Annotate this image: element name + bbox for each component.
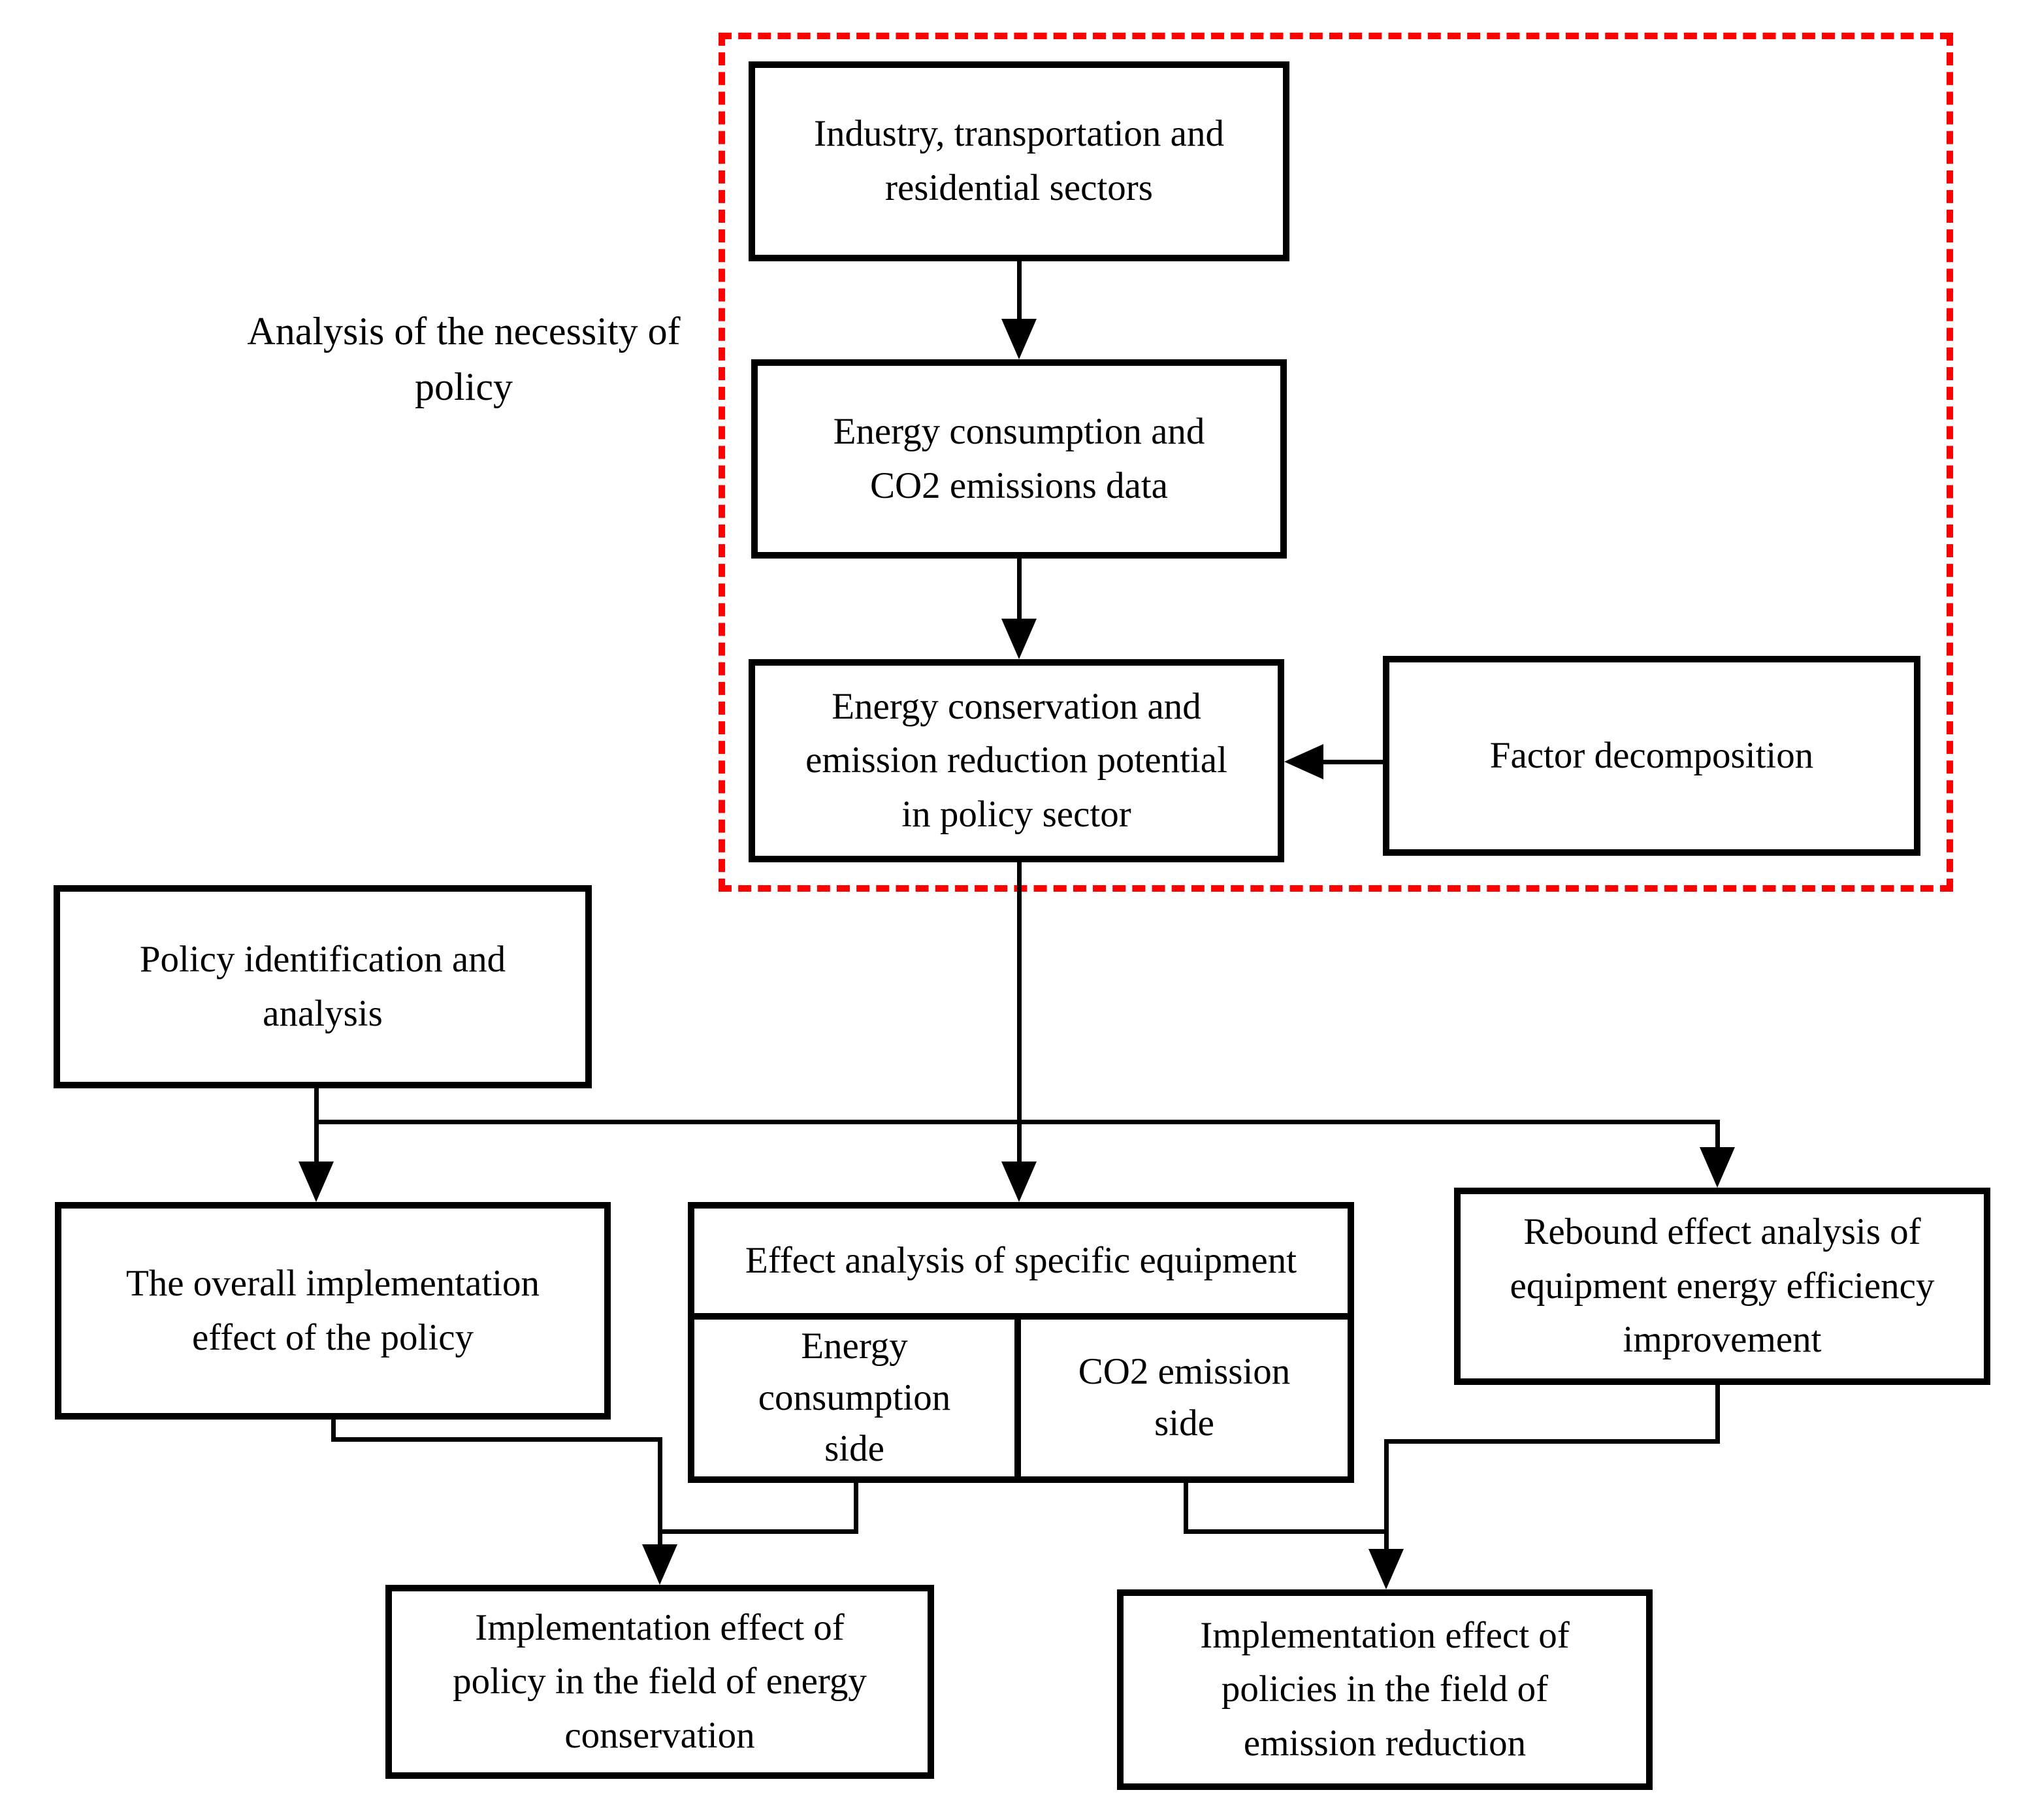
equipment-effect-sides-row: Energy consumption side CO2 emission sid… — [694, 1320, 1348, 1476]
connector-bar-to-overall-arrowhead-icon — [299, 1162, 334, 1202]
node-sectors-text: Industry, transportation and residential… — [814, 113, 1224, 208]
connector-energy-side-h — [660, 1529, 858, 1534]
node-rebound-effect: Rebound effect analysis of equipment ene… — [1454, 1188, 1990, 1385]
node-co2-emission-side: CO2 emission side — [1021, 1320, 1348, 1476]
connector-bar-to-overall-line — [314, 1120, 319, 1165]
node-overall-effect-text: The overall implementation effect of the… — [125, 1262, 540, 1358]
connector-policy-to-bar-line — [314, 1087, 319, 1124]
node-equipment-effect-header: Effect analysis of specific equipment — [694, 1209, 1348, 1320]
connector-rebound-out-v1 — [1715, 1384, 1720, 1444]
node-implementation-energy-text: Implementation effect of policy in the f… — [453, 1606, 867, 1756]
necessity-region-outline — [719, 33, 1953, 892]
node-equipment-effect-header-text: Effect analysis of specific equipment — [745, 1240, 1297, 1282]
node-energy-co2-data: Energy consumption and CO2 emissions dat… — [751, 359, 1287, 559]
node-potential-text: Energy conservation and emission reducti… — [805, 685, 1227, 835]
node-equipment-effect: Effect analysis of specific equipment En… — [688, 1202, 1354, 1483]
connector-to-impl-emission-arrowhead-icon — [1368, 1549, 1404, 1589]
node-rebound-effect-text: Rebound effect analysis of equipment ene… — [1510, 1211, 1935, 1361]
necessity-region-label: Analysis of the necessity of policy — [216, 287, 712, 431]
connector-to-impl-energy-arrowhead-icon — [642, 1544, 677, 1585]
connector-factor-to-potential-arrowhead-icon — [1284, 744, 1323, 779]
connector-energy-side-v — [854, 1482, 858, 1534]
connector-co2-side-v — [1184, 1482, 1188, 1534]
node-policy-identification-text: Policy identification and analysis — [139, 938, 506, 1034]
connector-factor-to-potential-line — [1322, 760, 1384, 764]
node-policy-identification: Policy identification and analysis — [54, 885, 592, 1088]
connector-sectors-to-data-arrowhead-icon — [1001, 319, 1037, 359]
node-factor-decomposition: Factor decomposition — [1383, 656, 1920, 856]
connector-data-to-potential-arrowhead-icon — [1001, 619, 1037, 659]
node-energy-consumption-side: Energy consumption side — [694, 1320, 1021, 1476]
node-sectors: Industry, transportation and residential… — [749, 61, 1289, 261]
node-implementation-emission-text: Implementation effect of policies in the… — [1200, 1614, 1570, 1764]
necessity-region-label-text: Analysis of the necessity of policy — [247, 309, 681, 408]
connector-rebound-out-v2 — [1384, 1439, 1389, 1552]
node-overall-effect: The overall implementation effect of the… — [55, 1202, 611, 1420]
connector-potential-to-equipment-line — [1017, 861, 1022, 1165]
connector-sectors-to-data-line — [1017, 260, 1022, 327]
connector-data-to-potential-line — [1017, 557, 1022, 622]
node-potential: Energy conservation and emission reducti… — [749, 659, 1284, 862]
node-co2-emission-side-text: CO2 emission side — [1078, 1351, 1291, 1444]
connector-distribution-bar — [314, 1120, 1720, 1124]
connector-bar-to-rebound-arrowhead-icon — [1700, 1147, 1735, 1188]
node-energy-co2-data-text: Energy consumption and CO2 emissions dat… — [833, 410, 1205, 506]
connector-overall-out-v2 — [658, 1437, 662, 1548]
connector-co2-side-h — [1186, 1529, 1388, 1534]
connector-bar-to-rebound-line — [1715, 1120, 1720, 1150]
connector-potential-to-equipment-arrowhead-icon — [1001, 1162, 1037, 1202]
connector-overall-out-v1 — [331, 1418, 336, 1442]
node-implementation-energy: Implementation effect of policy in the f… — [385, 1585, 934, 1779]
node-factor-decomposition-text: Factor decomposition — [1489, 734, 1814, 776]
node-energy-consumption-side-text: Energy consumption side — [758, 1325, 951, 1470]
connector-rebound-out-h — [1386, 1439, 1720, 1444]
connector-overall-out-h — [331, 1437, 662, 1442]
node-implementation-emission: Implementation effect of policies in the… — [1117, 1589, 1653, 1790]
